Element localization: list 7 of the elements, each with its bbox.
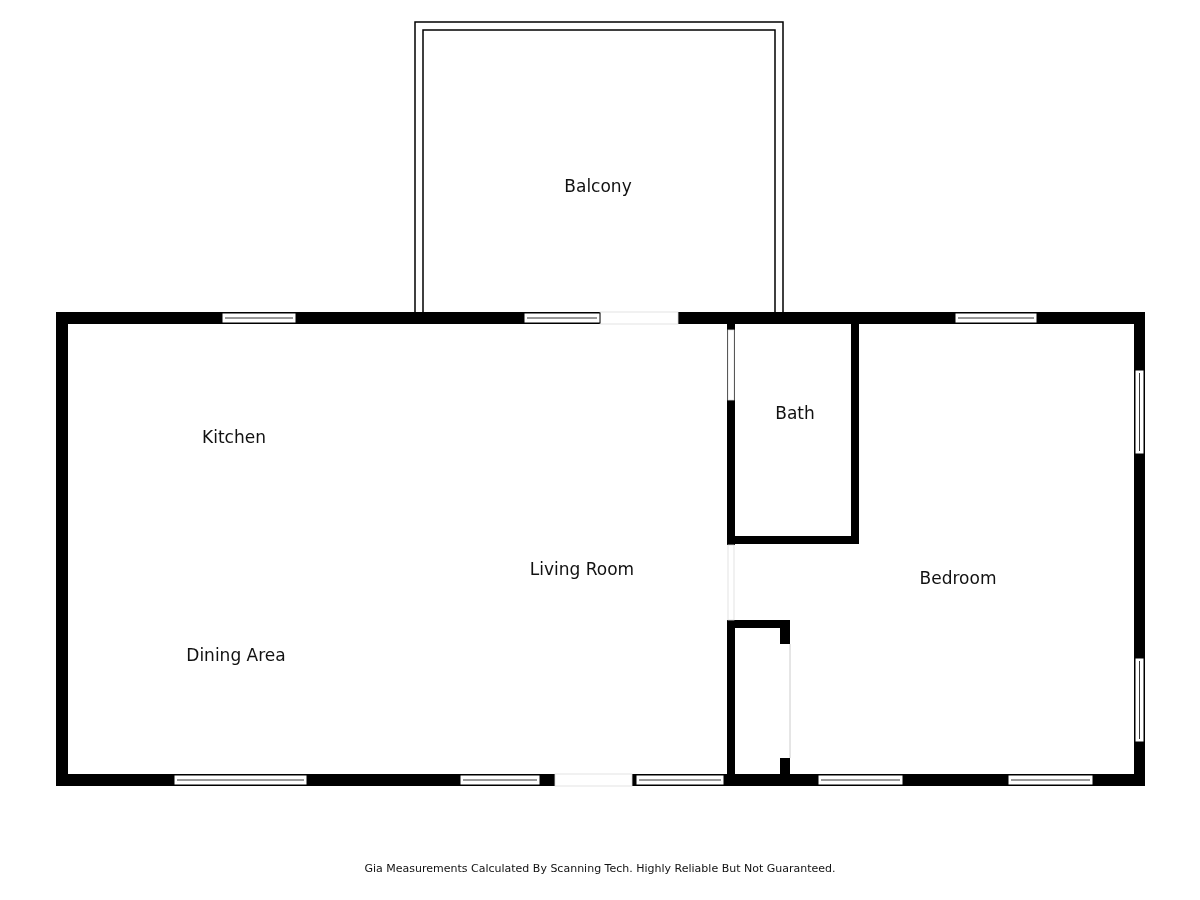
- room-label: Bedroom: [919, 568, 997, 588]
- footer-note: Gia Measurements Calculated By Scanning Tech. Highly Reliable But Not Guaranteed.: [363, 862, 837, 875]
- room-label: Living Room: [529, 559, 635, 579]
- room-label: Balcony: [564, 176, 632, 196]
- room-label: Kitchen: [202, 427, 266, 447]
- room-label: Bath: [775, 403, 815, 423]
- room-label: Dining Area: [186, 645, 286, 665]
